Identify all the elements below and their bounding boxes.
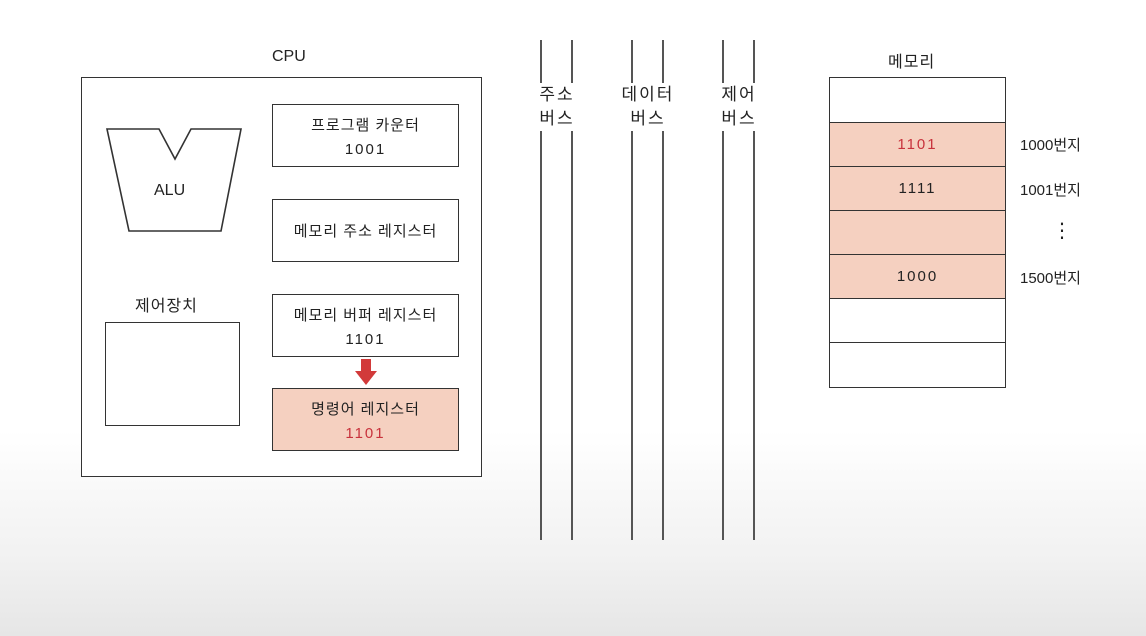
memory-cell: 1000 bbox=[830, 254, 1005, 298]
memory-buffer-register-name: 메모리 버퍼 레지스터 bbox=[293, 306, 438, 324]
data-bus-label-line1: 데이터 bbox=[621, 85, 675, 104]
memory-cell-value: 1111 bbox=[898, 180, 937, 197]
memory-address-1500: 1500번지 bbox=[1020, 270, 1081, 287]
memory-cell bbox=[830, 342, 1005, 386]
memory-address-1001: 1001번지 bbox=[1020, 182, 1081, 199]
control-bus-label-line1: 제어 bbox=[721, 85, 757, 104]
memory-cell: 1101 bbox=[830, 122, 1005, 166]
data-bus-line-left bbox=[631, 40, 633, 540]
memory-cell bbox=[830, 298, 1005, 342]
memory-buffer-register: 메모리 버퍼 레지스터 1101 bbox=[272, 294, 459, 357]
control-bus-label-line2: 버스 bbox=[721, 109, 757, 128]
memory-address-register: 메모리 주소 레지스터 bbox=[272, 199, 459, 262]
program-counter-name: 프로그램 카운터 bbox=[311, 116, 420, 134]
memory-box: 1101 1111 1000 bbox=[829, 77, 1006, 388]
address-bus-label-line1: 주소 bbox=[539, 85, 575, 104]
address-bus-line-left bbox=[540, 40, 542, 540]
memory-cell bbox=[830, 78, 1005, 122]
alu-shape bbox=[106, 128, 242, 232]
control-unit-label: 제어장치 bbox=[135, 298, 198, 315]
instruction-register-name: 명령어 레지스터 bbox=[311, 400, 420, 418]
address-bus-label-line2: 버스 bbox=[539, 109, 575, 128]
instruction-register: 명령어 레지스터 1101 bbox=[272, 388, 459, 451]
data-bus-label: 데이터 버스 bbox=[612, 83, 684, 131]
memory-cell: 1111 bbox=[830, 166, 1005, 210]
control-bus-line-left bbox=[722, 40, 724, 540]
alu-label: ALU bbox=[154, 182, 186, 199]
cpu-title: CPU bbox=[272, 48, 306, 65]
memory-address-1000: 1000번지 bbox=[1020, 137, 1081, 154]
memory-address-register-name: 메모리 주소 레지스터 bbox=[293, 223, 438, 240]
program-counter-value: 1001 bbox=[344, 140, 387, 158]
memory-cell-value: 1000 bbox=[896, 268, 939, 285]
control-bus-line-right bbox=[753, 40, 755, 540]
address-bus-line-right bbox=[571, 40, 573, 540]
memory-buffer-register-value: 1101 bbox=[345, 330, 386, 348]
address-bus-label: 주소 버스 bbox=[530, 83, 584, 131]
memory-title: 메모리 bbox=[888, 54, 936, 71]
down-arrow-icon bbox=[355, 359, 377, 385]
data-bus-line-right bbox=[662, 40, 664, 540]
control-bus-label: 제어 버스 bbox=[712, 83, 766, 131]
program-counter-register: 프로그램 카운터 1001 bbox=[272, 104, 459, 167]
memory-cell bbox=[830, 210, 1005, 254]
instruction-register-value: 1101 bbox=[345, 424, 386, 442]
memory-address-ellipsis: ⋮ bbox=[1052, 220, 1072, 242]
control-unit-box bbox=[105, 322, 240, 426]
data-bus-label-line2: 버스 bbox=[630, 109, 666, 128]
memory-cell-value: 1101 bbox=[897, 136, 938, 153]
